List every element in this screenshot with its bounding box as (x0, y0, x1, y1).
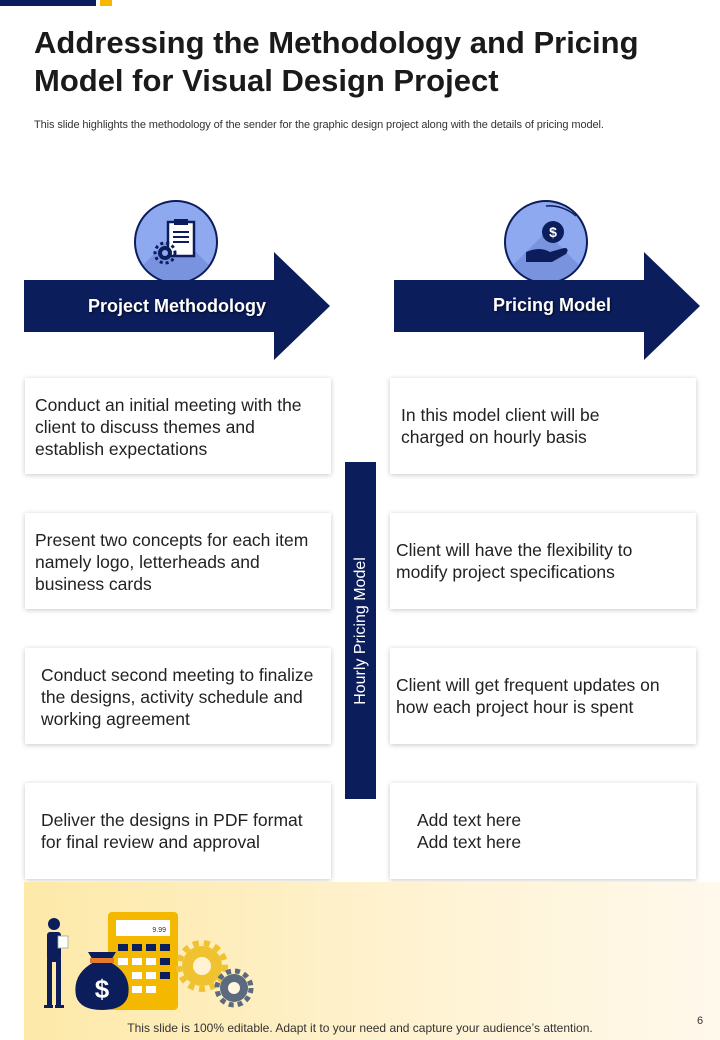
methodology-step-text: Conduct an initial meeting with the clie… (35, 395, 302, 459)
svg-text:$: $ (95, 974, 110, 1004)
methodology-icon-circle (134, 200, 218, 284)
finance-illustration: 9.99 $ (44, 912, 254, 1010)
clipboard-gear-icon (153, 207, 216, 265)
methodology-step-text: Present two concepts for each item namel… (35, 530, 309, 594)
pricing-point-text: In this model client will be charged on … (401, 405, 600, 447)
gear-icon (176, 940, 228, 992)
methodology-step-card: Conduct an initial meeting with the clie… (25, 378, 331, 474)
gear-icon (214, 968, 254, 1008)
page-subtitle: This slide highlights the methodology of… (34, 119, 604, 131)
hourly-pricing-model-label: Hourly Pricing Model (351, 556, 369, 705)
pricing-point-card: Add text here Add text here (390, 783, 696, 879)
money-bag-icon: $ (75, 952, 129, 1010)
pricing-arrow (394, 252, 700, 360)
pricing-point-text: Client will get frequent updates on how … (396, 675, 660, 717)
footer-note: This slide is 100% editable. Adapt it to… (127, 1021, 593, 1035)
methodology-step-card: Conduct second meeting to finalize the d… (25, 648, 331, 744)
methodology-step-text: Conduct second meeting to finalize the d… (41, 665, 314, 729)
methodology-step-text: Deliver the designs in PDF format for fi… (41, 810, 303, 852)
pricing-point-card: Client will get frequent updates on how … (390, 648, 696, 744)
methodology-step-card: Present two concepts for each item namel… (25, 513, 331, 609)
pricing-point-text: Client will have the flexibility to modi… (396, 540, 633, 582)
pricing-point-card: In this model client will be charged on … (390, 378, 696, 474)
top-accent-bar (0, 0, 96, 6)
pricing-point-card: Client will have the flexibility to modi… (390, 513, 696, 609)
top-accent-mark (100, 0, 112, 6)
pricing-icon-circle: $ (504, 200, 588, 284)
pricing-heading: Pricing Model (492, 295, 611, 315)
page-number: 6 (697, 1015, 704, 1027)
pricing-point-text: Add text here Add text here (417, 810, 522, 852)
methodology-arrow (24, 252, 330, 360)
calculator-display: 9.99 (152, 927, 166, 934)
page-title: Addressing the Methodology and Pricing M… (34, 25, 639, 98)
hourly-pricing-model-bar: Hourly Pricing Model (345, 462, 376, 799)
dollar-hand-icon: $ (526, 205, 577, 262)
person-icon (44, 918, 69, 1008)
svg-text:$: $ (549, 224, 557, 240)
methodology-step-card: Deliver the designs in PDF format for fi… (25, 783, 331, 879)
methodology-heading: Project Methodology (87, 296, 266, 316)
